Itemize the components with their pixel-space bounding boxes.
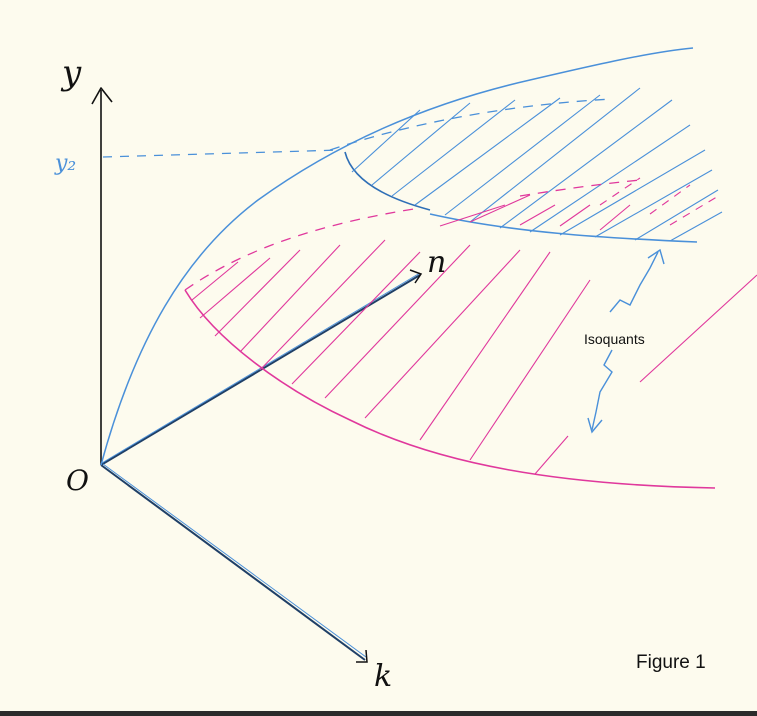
isoquant-arrow-lower [587,349,613,434]
blue-hatching [351,87,723,242]
pink-hatching-dashed [599,177,721,226]
bottom-bar [0,711,757,716]
y-axis: y [60,53,113,465]
isoquant-lower [184,289,716,489]
origin-label: O [66,464,89,497]
pink-hatching [191,194,757,475]
surface-back-edge-dashed [329,98,613,151]
k-axis: k [100,463,392,694]
k-axis-label: k [374,659,392,694]
isoquant-upper [344,151,431,211]
pink-back-edge-dashed-right [519,179,641,197]
y-axis-label: y [60,53,82,93]
y2-level: y₂ [54,149,341,176]
surface-outer-curve [100,47,694,466]
isoquants-annotation: Isoquants [584,331,645,347]
pink-back-edge-dashed [184,207,421,291]
figure-label: Figure 1 [636,652,706,673]
n-axis-label: n [427,245,446,280]
isoquant-arrow-upper [609,248,665,313]
y2-label: y₂ [54,151,76,176]
isoquant-upper-front [429,213,698,243]
